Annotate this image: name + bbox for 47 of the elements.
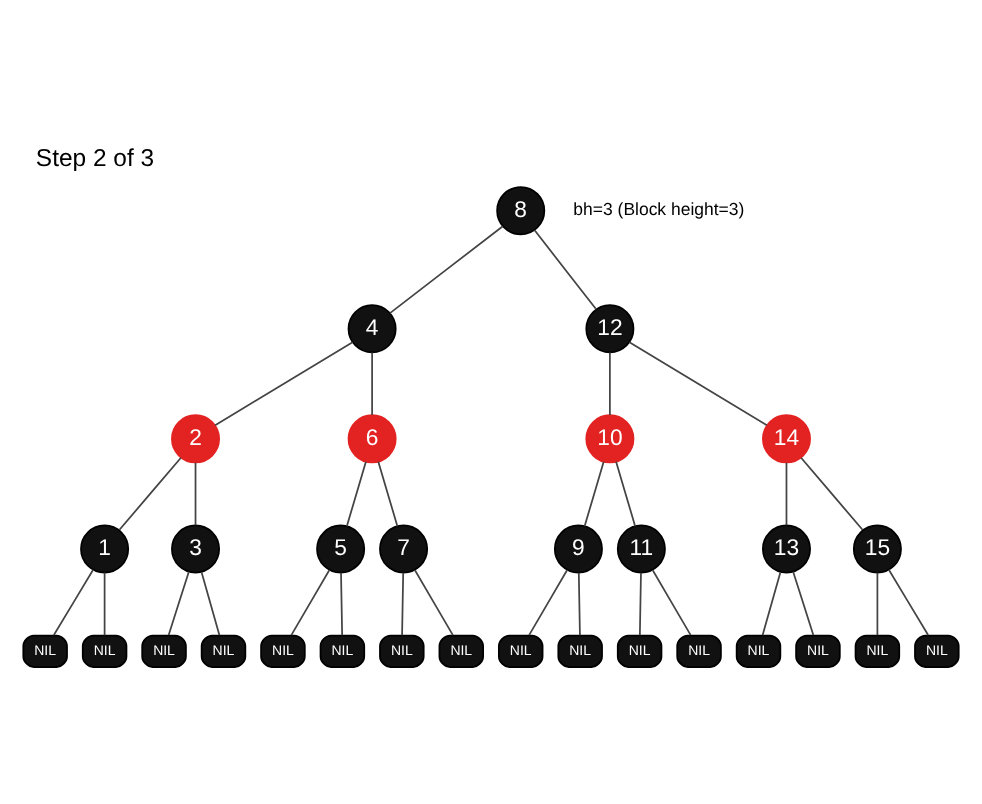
connector [53, 567, 94, 635]
connector [651, 568, 692, 636]
node-circle: 4 [347, 303, 397, 353]
connector [792, 569, 815, 635]
connector [414, 568, 454, 636]
connector [103, 570, 106, 636]
connector [785, 460, 788, 526]
connector [340, 570, 343, 636]
connector [214, 340, 354, 426]
connector [876, 570, 879, 636]
node-circle: 6 [347, 413, 397, 463]
connector [577, 570, 581, 636]
connector [609, 350, 611, 415]
node-circle: 3 [171, 523, 220, 573]
connector [371, 350, 373, 415]
node-circle: 1 [80, 523, 130, 573]
connector [401, 570, 405, 636]
connector [583, 459, 605, 527]
connector [533, 228, 597, 309]
connector [167, 569, 190, 635]
node-circle: 13 [762, 523, 811, 573]
connector [761, 570, 782, 636]
connector [528, 568, 568, 636]
label: bh=3 (Block height=3) [573, 198, 745, 219]
connector [628, 340, 768, 426]
connector [800, 455, 864, 530]
node-circle: 11 [616, 523, 666, 573]
connector [615, 459, 637, 527]
connector [888, 567, 929, 635]
connector [118, 455, 182, 530]
node-circle: 10 [585, 413, 635, 463]
node-circle: 12 [585, 303, 635, 353]
diagram-title: Step 2 of 3 [35, 142, 155, 171]
connector [194, 460, 197, 526]
node-circle: 8 [496, 185, 546, 235]
node-circle: 15 [852, 523, 902, 573]
node-circle: 14 [762, 413, 811, 463]
connector [345, 459, 367, 527]
connector [389, 224, 504, 314]
connector [200, 570, 221, 636]
node-circle: 7 [379, 523, 429, 573]
connector [377, 459, 399, 527]
connector [290, 568, 331, 636]
connector [639, 570, 642, 636]
node-circle: 9 [553, 523, 603, 573]
node-circle: 2 [171, 413, 220, 463]
node-circle: 5 [316, 523, 366, 573]
